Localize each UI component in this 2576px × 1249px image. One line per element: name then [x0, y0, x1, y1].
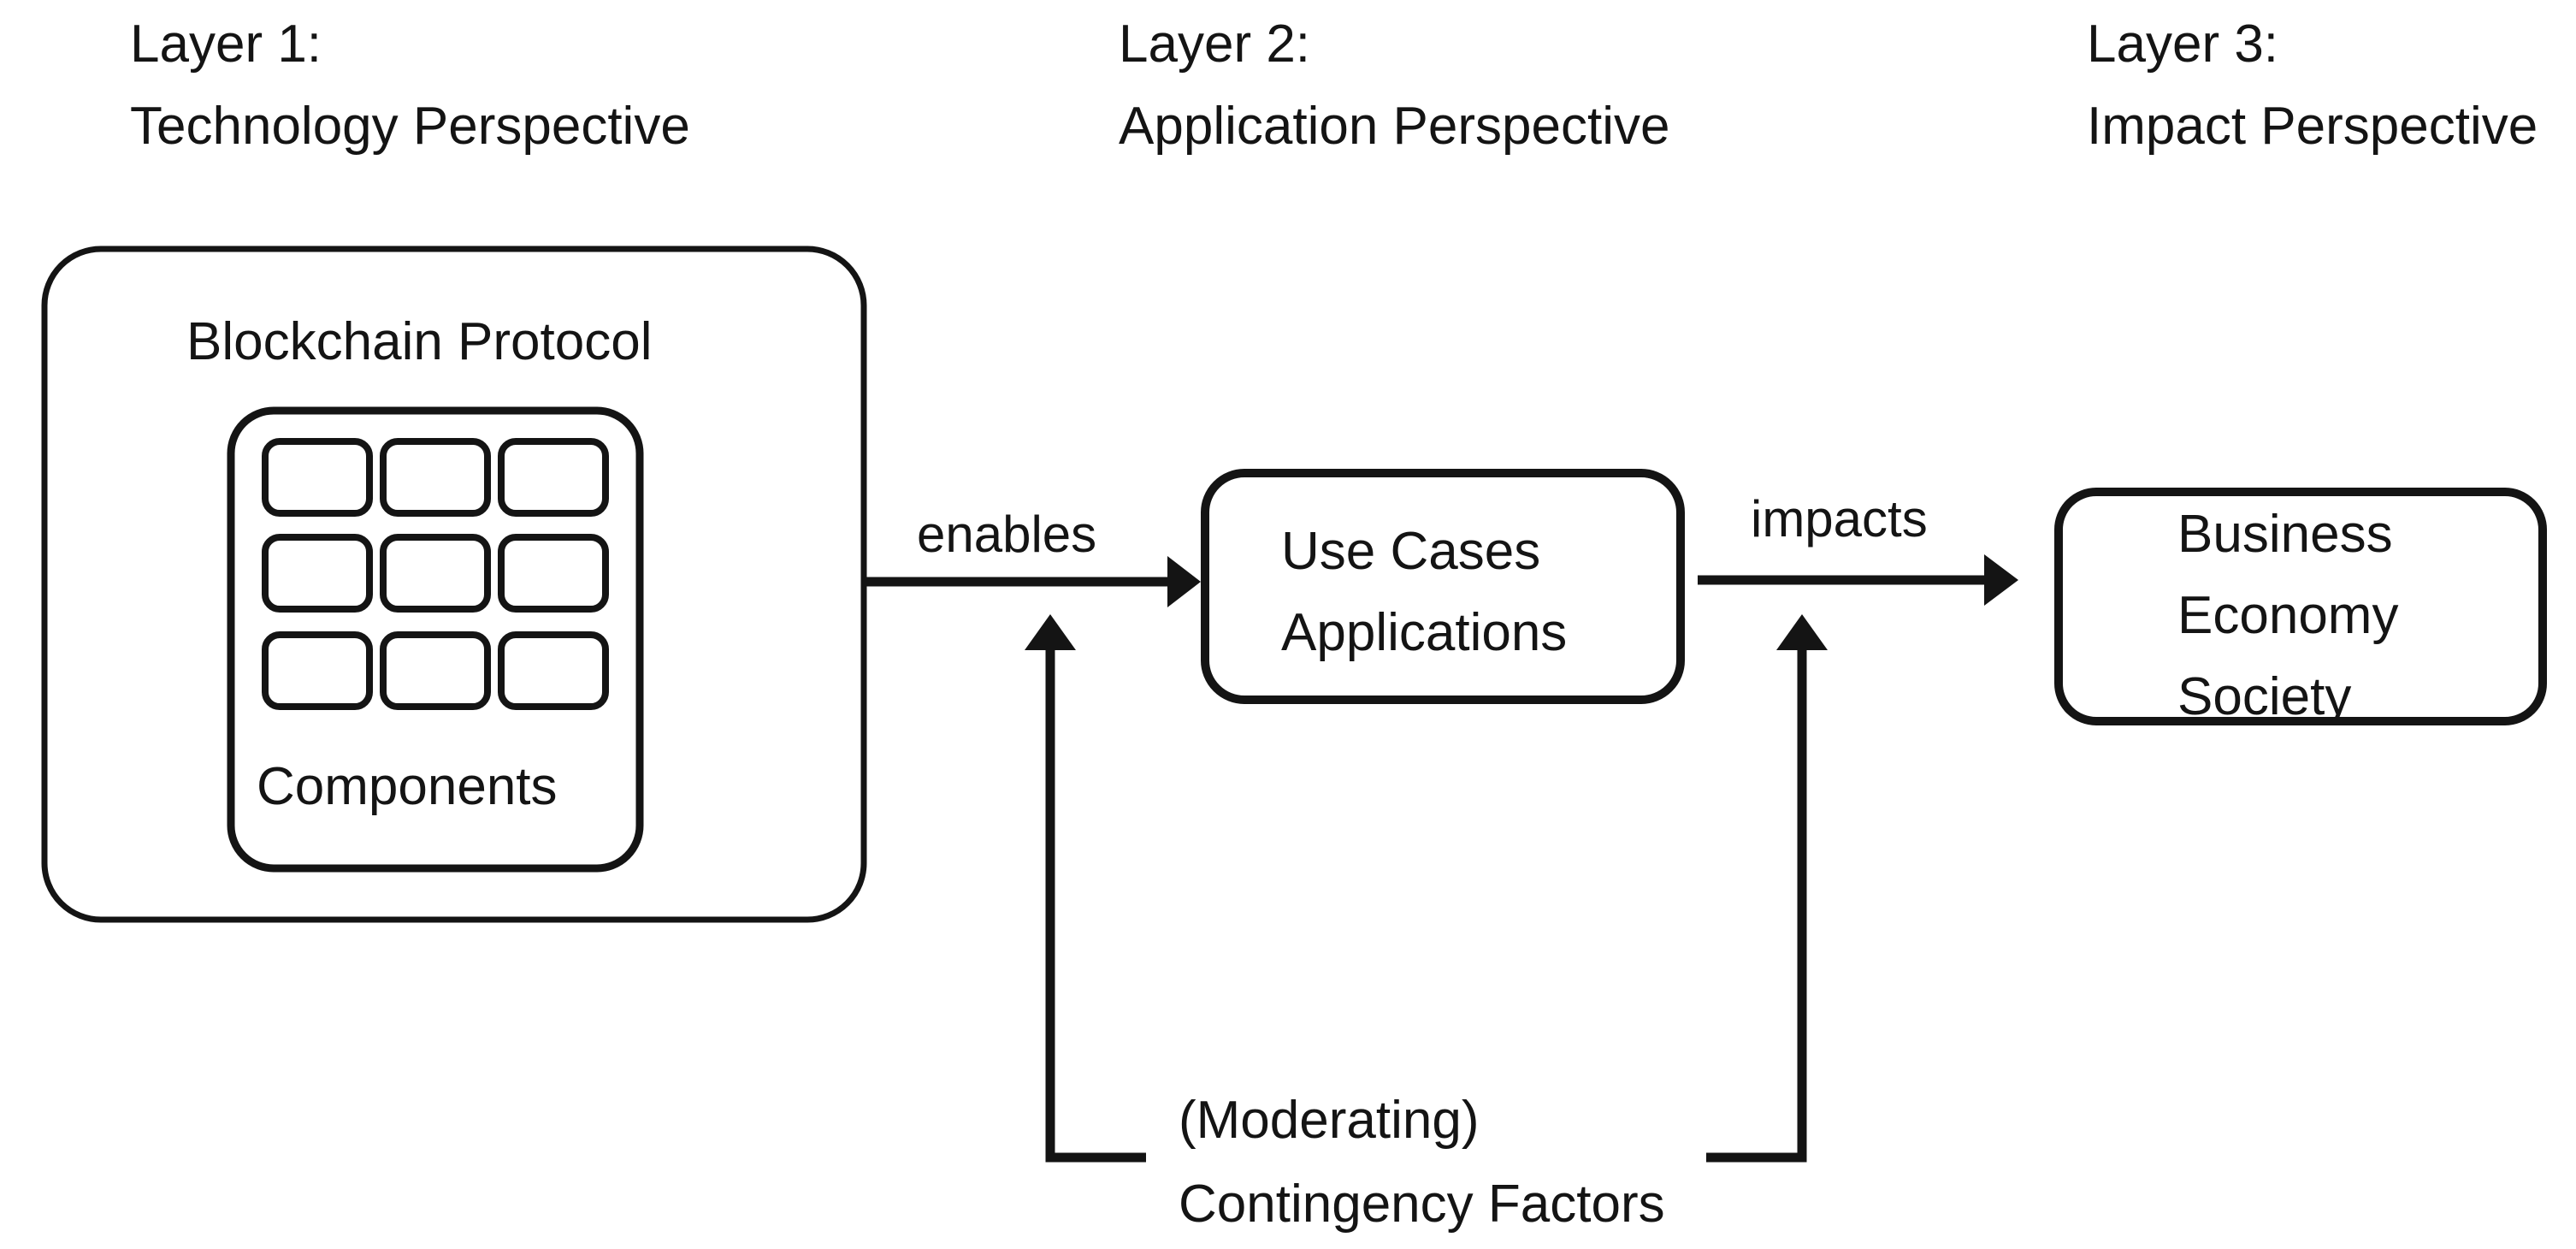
- edge-impacts: impacts: [1698, 490, 2018, 606]
- impact-node[interactable]: Business Economy Society: [2054, 488, 2547, 726]
- component-cell[interactable]: [498, 534, 609, 613]
- component-cell[interactable]: [262, 438, 373, 517]
- component-cell[interactable]: [380, 438, 491, 517]
- layer-1-number: Layer 1:: [130, 15, 322, 74]
- moderating-factors-group: (Moderating) Contingency Factors: [1025, 614, 1828, 1234]
- layer-heading-2: Layer 2: Application Perspective: [1119, 15, 1669, 156]
- moderator-right-connector: [1706, 650, 1807, 1163]
- moderator-right-arrow-head: [1776, 614, 1828, 650]
- use-cases-line-1: Use Cases: [1281, 522, 1540, 581]
- layer-heading-3: Layer 3: Impact Perspective: [2087, 15, 2538, 156]
- component-cell[interactable]: [262, 631, 373, 710]
- component-cell[interactable]: [498, 438, 609, 517]
- moderating-line-2: Contingency Factors: [1179, 1175, 1665, 1234]
- use-cases-line-2: Applications: [1281, 603, 1567, 662]
- component-grid: [262, 438, 609, 710]
- impact-line-1: Business: [2177, 505, 2393, 564]
- component-cell[interactable]: [380, 631, 491, 710]
- enables-arrow-head: [1167, 556, 1201, 607]
- component-cell[interactable]: [262, 534, 373, 613]
- components-inner-box: [227, 406, 644, 873]
- layer-3-name: Impact Perspective: [2087, 97, 2538, 156]
- impacts-arrow-head: [1984, 554, 2018, 606]
- blockchain-protocol-title: Blockchain Protocol: [186, 312, 653, 371]
- layer-3-number: Layer 3:: [2087, 15, 2278, 74]
- enables-label: enables: [917, 506, 1096, 563]
- layer-2-number: Layer 2:: [1119, 15, 1310, 74]
- blockchain-protocol-outer-box: [41, 246, 867, 923]
- use-cases-node[interactable]: Use Cases Applications: [1201, 469, 1685, 704]
- blockchain-protocol-node[interactable]: Blockchain Protocol Components: [41, 246, 867, 923]
- impacts-label: impacts: [1751, 490, 1928, 548]
- impact-box: [2054, 488, 2547, 725]
- layer-heading-1: Layer 1: Technology Perspective: [130, 15, 690, 156]
- impact-line-3: Society: [2177, 667, 2351, 726]
- moderator-left-connector: [1045, 650, 1146, 1163]
- edge-enables: enables: [866, 506, 1201, 607]
- layer-1-name: Technology Perspective: [130, 97, 690, 156]
- use-cases-box: [1201, 469, 1685, 704]
- component-cell[interactable]: [380, 534, 491, 613]
- layer-2-name: Application Perspective: [1119, 97, 1669, 156]
- moderator-left-arrow-head: [1025, 614, 1076, 650]
- components-label: Components: [257, 757, 558, 816]
- impact-line-2: Economy: [2177, 586, 2398, 645]
- component-cell[interactable]: [498, 631, 609, 710]
- moderating-line-1: (Moderating): [1179, 1091, 1479, 1150]
